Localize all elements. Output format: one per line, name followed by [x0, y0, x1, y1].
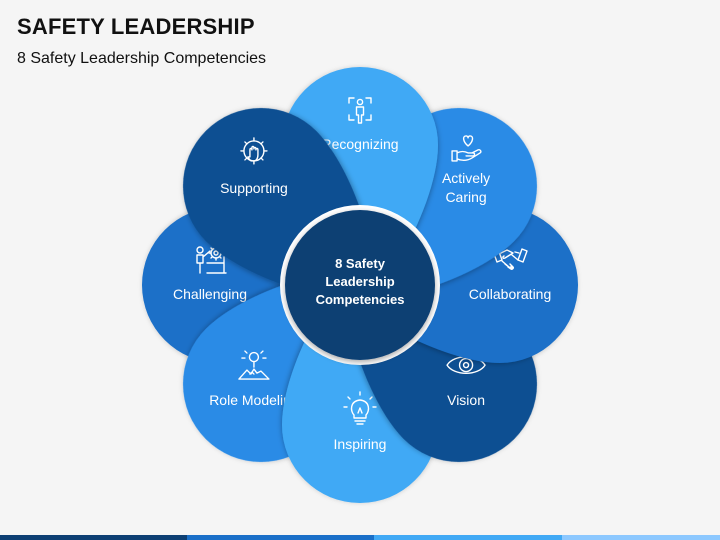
- center-label: Leadership: [325, 274, 394, 289]
- petal-label: Caring: [445, 189, 486, 205]
- petal-label: Collaborating: [469, 286, 552, 302]
- footer-segment: [187, 535, 375, 540]
- page-subtitle: 8 Safety Leadership Competencies: [17, 50, 267, 67]
- footer-color-bar: [0, 535, 720, 540]
- footer-segment: [561, 535, 720, 540]
- page-title: SAFETY LEADERSHIP: [17, 14, 255, 39]
- petal-label: Inspiring: [334, 436, 387, 452]
- petal-label: Vision: [447, 392, 485, 408]
- footer-segment: [0, 535, 188, 540]
- petal-label: Role Modeling: [209, 392, 299, 408]
- center-circle: [285, 210, 435, 360]
- center-label: 8 Safety: [335, 256, 386, 271]
- petal-label: Actively: [442, 170, 490, 186]
- petal-label: Challenging: [173, 286, 247, 302]
- footer-segment: [374, 535, 562, 540]
- petal-label: Supporting: [220, 180, 288, 196]
- petal-label: Recognizing: [321, 136, 398, 152]
- center-label: Competencies: [316, 292, 405, 307]
